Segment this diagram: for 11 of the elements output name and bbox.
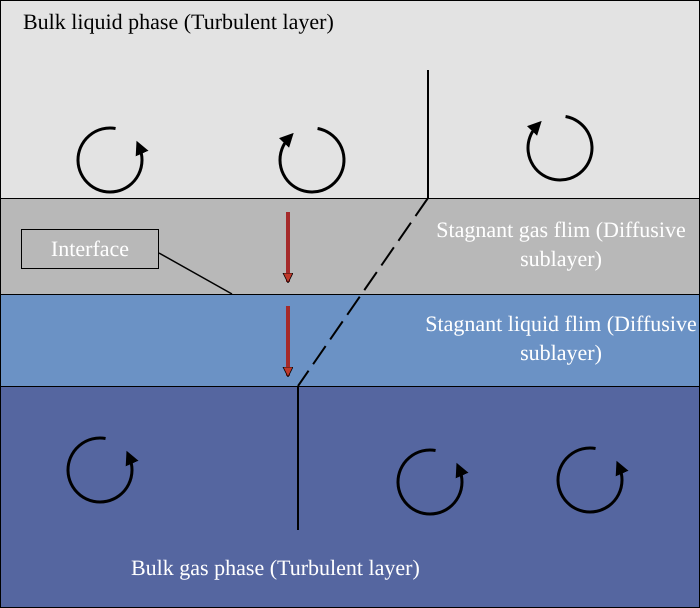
layer-label: Bulk liquid phase (Turbulent layer) xyxy=(23,8,334,36)
leader-line xyxy=(158,252,232,295)
layer-band xyxy=(0,386,700,608)
layer-label: Stagnant gas flim (Diffusive sublayer) xyxy=(435,216,687,273)
layer-band xyxy=(0,294,700,387)
layer-band xyxy=(0,0,700,199)
layer-label: Bulk gas phase (Turbulent layer) xyxy=(131,554,420,582)
layer-label: Stagnant liquid flim (Diffusive sublayer) xyxy=(424,310,698,367)
callout-box xyxy=(21,229,159,269)
callout-label: Interface xyxy=(50,235,130,263)
layer-band xyxy=(0,198,700,295)
